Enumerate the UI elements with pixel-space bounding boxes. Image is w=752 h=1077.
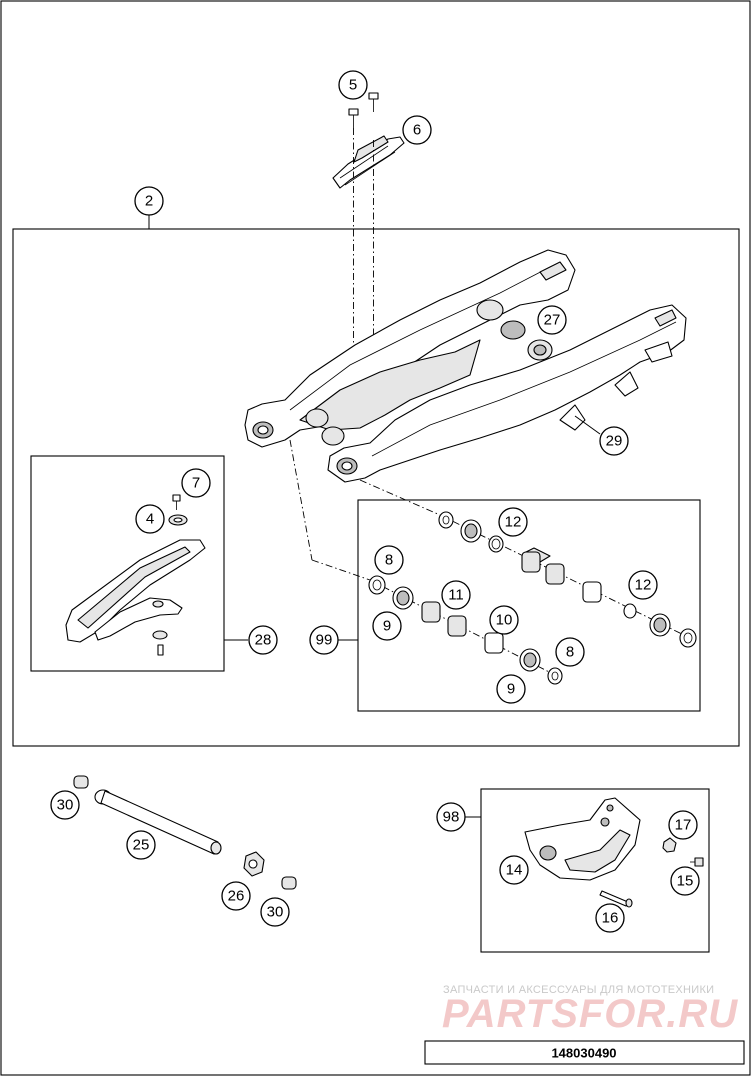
svg-text:30: 30 [57,797,74,814]
washer-part [168,514,188,526]
svg-text:9: 9 [507,681,515,698]
diagram-code: 148030490 [551,1046,616,1061]
callout-9-lower: 9 [496,674,526,704]
callout-8-upper: 8 [374,545,404,575]
diagram-code-box [424,1040,745,1065]
bearing-set-lower [368,575,563,685]
svg-text:7: 7 [192,475,200,492]
callout-9-upper: 9 [372,611,402,641]
nut-part [662,837,677,853]
callout-14: 14 [499,855,529,885]
svg-text:2: 2 [145,193,153,210]
svg-text:6: 6 [413,122,421,139]
svg-text:10: 10 [496,612,513,629]
chain-slider-box [30,455,225,672]
callout-10: 10 [489,605,519,635]
bearing-cap-part [527,339,553,361]
callout-7: 7 [181,468,211,498]
callout-98: 98 [436,802,466,832]
callout-12-upper: 12 [498,507,528,537]
svg-text:8: 8 [566,644,574,661]
svg-text:5: 5 [349,77,357,94]
svg-text:25: 25 [133,837,150,854]
svg-text:8: 8 [385,552,393,569]
svg-text:99: 99 [316,632,333,649]
svg-text:4: 4 [146,511,154,528]
screw-part [348,92,379,128]
chain-guide-bracket-part [524,797,641,881]
rivet-part [152,630,168,656]
swingarm-axle-part [94,789,222,855]
chain-slider-part [65,539,206,643]
callout-26: 26 [221,881,251,911]
chain-guide-part [332,135,405,189]
callout-17: 17 [668,810,698,840]
svg-text:17: 17 [675,817,692,834]
svg-text:26: 26 [228,888,245,905]
callout-99: 99 [309,625,339,655]
bolt-part [599,890,633,908]
svg-text:30: 30 [267,904,284,921]
callout-12-right: 12 [628,570,658,600]
svg-text:29: 29 [606,433,623,450]
svg-text:12: 12 [505,514,522,531]
callout-2: 2 [134,186,164,216]
svg-text:98: 98 [443,809,460,826]
screw-part [690,857,704,867]
callout-30-left: 30 [50,790,80,820]
cap-part [73,775,297,890]
chain-guide-box [480,788,710,953]
callout-28: 28 [248,625,278,655]
callout-25: 25 [126,830,156,860]
nut-part [243,851,265,877]
swingarm-part [244,249,687,483]
bearing-set-upper [438,511,697,648]
svg-text:15: 15 [677,873,694,890]
swingarm-assembly-box [12,228,740,747]
callout-5: 5 [338,70,368,100]
callout-6: 6 [402,115,432,145]
watermark-tagline: ЗАПЧАСТИ И АКСЕССУАРЫ ДЛЯ МОТОТЕХНИКИ [443,984,714,996]
svg-text:12: 12 [635,577,652,594]
bearing-kit-box [357,499,701,712]
svg-text:16: 16 [602,910,619,927]
callout-16: 16 [595,903,625,933]
screw-part [172,494,181,510]
svg-text:28: 28 [255,632,272,649]
callout-27: 27 [537,305,567,335]
callout-29: 29 [599,426,629,456]
callout-8-lower: 8 [555,637,585,667]
watermark-logo: PARTSFOR.RU [442,992,738,1036]
svg-text:27: 27 [544,312,561,329]
callout-15: 15 [670,866,700,896]
callout-11: 11 [441,580,471,610]
callout-4: 4 [135,504,165,534]
svg-text:9: 9 [383,618,391,635]
svg-text:14: 14 [506,862,523,879]
callout-30-right: 30 [260,897,290,927]
svg-text:11: 11 [448,587,464,604]
